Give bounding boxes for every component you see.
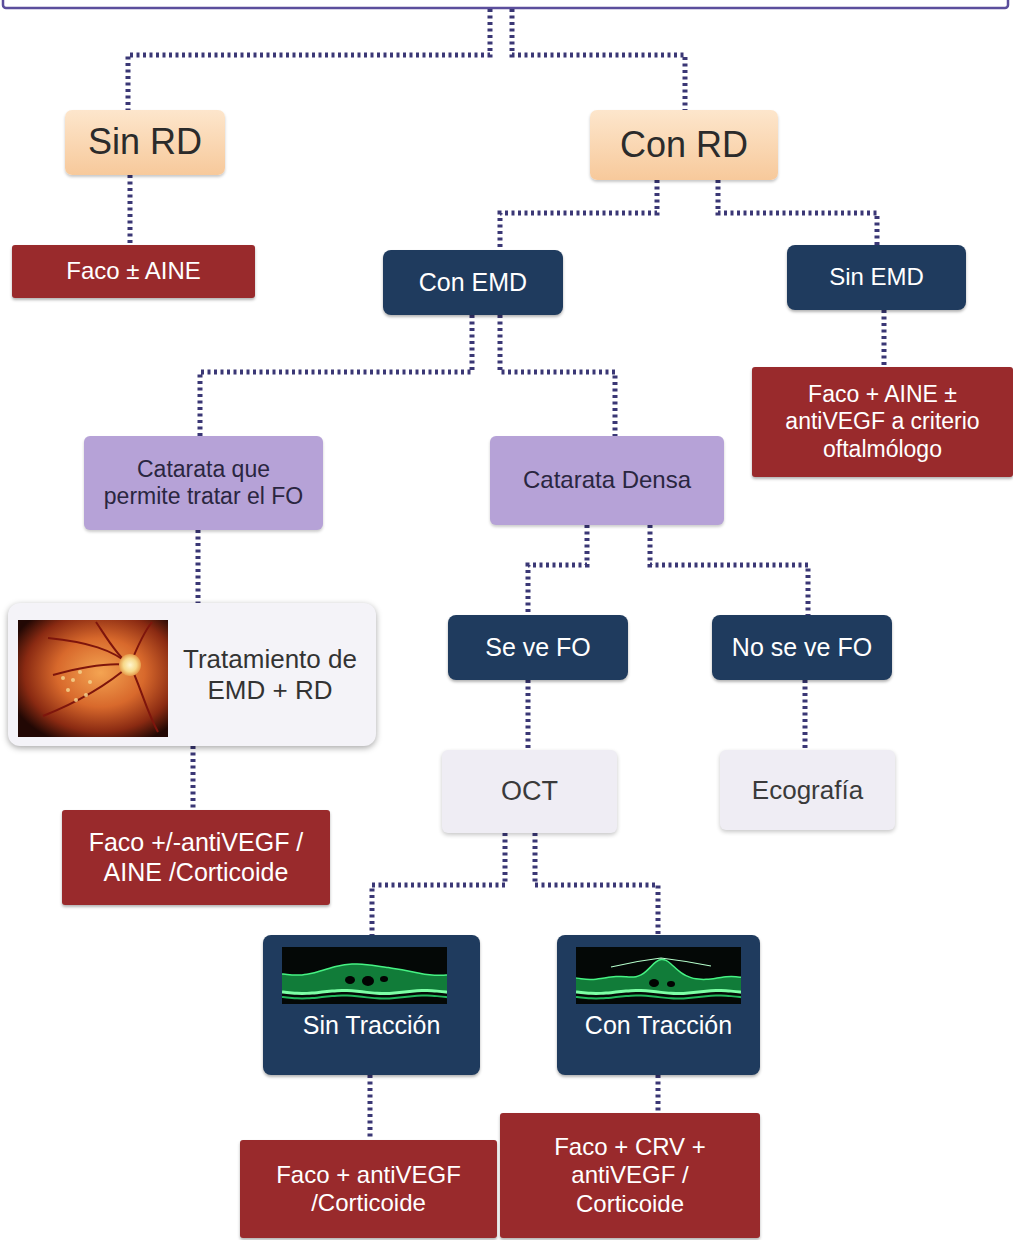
- node-text: OCT: [501, 776, 558, 808]
- node-text: Con Tracción: [585, 1011, 732, 1041]
- node-text: Faco + antiVEGF /Corticoide: [258, 1161, 479, 1218]
- node-text: Faco + CRV + antiVEGF / Corticoide: [522, 1133, 738, 1218]
- node-text: Catarata Densa: [523, 466, 691, 494]
- dotted-connector: [191, 746, 196, 810]
- condition-box: Sin EMD: [787, 245, 966, 310]
- cut-off-top-box: [3, 0, 1008, 8]
- node-text: No se ve FO: [732, 633, 872, 663]
- exudate-spot: [88, 680, 92, 684]
- retina-layer: [576, 959, 741, 993]
- rpe-band: [282, 991, 447, 994]
- treatment-box: Faco + AINE ± antiVEGF a criterio oftalm…: [752, 367, 1013, 477]
- dotted-connector: [372, 833, 505, 935]
- dotted-connector: [535, 833, 658, 935]
- node-text: Se ve FO: [485, 633, 591, 663]
- exudate-spot: [66, 688, 70, 692]
- retinal-vessel: [53, 664, 130, 675]
- dotted-connector: [803, 680, 808, 750]
- fundus-background: [18, 620, 168, 737]
- category-box: Con RD: [590, 110, 778, 180]
- retinal-vessel: [43, 665, 130, 716]
- dotted-connector: [500, 180, 657, 250]
- treatment-box: Faco + antiVEGF /Corticoide: [240, 1140, 497, 1238]
- dotted-connector: [528, 525, 587, 615]
- node-text: Sin EMD: [829, 263, 924, 291]
- exam-box: OCT: [442, 750, 617, 833]
- fundus-photo: [18, 620, 168, 737]
- dotted-connector: [200, 315, 472, 436]
- dotted-connector: [882, 310, 887, 367]
- rpe-band: [576, 991, 741, 994]
- node-text: Sin RD: [88, 121, 202, 163]
- node-text: Con EMD: [419, 268, 527, 298]
- choroid-band: [576, 996, 741, 999]
- condition-box: Se ve FO: [448, 615, 628, 680]
- condition-box: Con EMD: [383, 250, 563, 315]
- treatment-box: Faco ± AINE: [12, 245, 255, 298]
- node-text: Sin Tracción: [303, 1011, 441, 1041]
- dotted-connector: [718, 180, 877, 245]
- node-text: Tratamiento de EMD + RD: [176, 644, 364, 705]
- treatment-box: Faco +/-antiVEGF / AINE /Corticoide: [62, 810, 330, 905]
- oct-result-box: Con Tracción: [557, 935, 760, 1075]
- dotted-connector: [128, 175, 133, 245]
- treatment-box: Faco + CRV + antiVEGF / Corticoide: [500, 1113, 760, 1238]
- exam-box: Ecografía: [720, 750, 895, 830]
- dotted-leader-line: [512, 9, 685, 110]
- dotted-connector: [500, 315, 615, 436]
- traction-membrane: [611, 958, 711, 967]
- node-text: Faco +/-antiVEGF / AINE /Corticoide: [78, 828, 314, 887]
- cyst: [345, 976, 355, 984]
- exudate-spot: [84, 693, 88, 697]
- cyst: [649, 979, 659, 987]
- exudate-spot: [61, 676, 65, 680]
- dotted-connector: [656, 1075, 661, 1113]
- fundus-card: Tratamiento de EMD + RD: [8, 603, 376, 746]
- oct-scan: [576, 947, 741, 1004]
- cyst: [667, 981, 675, 987]
- cataract-box: Catarata Densa: [490, 436, 724, 525]
- node-text: Ecografía: [752, 775, 863, 806]
- cyst: [380, 976, 388, 982]
- exudate-spot: [74, 698, 78, 702]
- category-box: Sin RD: [65, 110, 225, 175]
- dotted-connector: [526, 680, 531, 750]
- oct-background: [282, 947, 447, 1004]
- exudate-spot: [71, 678, 75, 682]
- oct-result-box: Sin Tracción: [263, 935, 480, 1075]
- oct-background: [576, 947, 741, 1004]
- dotted-leader-line: [128, 9, 490, 110]
- exudate-spot: [78, 670, 82, 674]
- retina-surface: [282, 964, 447, 975]
- node-text: Faco + AINE ± antiVEGF a criterio oftalm…: [770, 381, 995, 462]
- cataract-box: Catarata que permite tratar el FO: [84, 436, 323, 530]
- optic-disc: [119, 654, 141, 676]
- retina-layer: [282, 964, 447, 993]
- condition-box: No se ve FO: [712, 615, 892, 680]
- oct-scan: [282, 947, 447, 1004]
- choroid-band: [282, 996, 447, 999]
- node-text: Faco ± AINE: [66, 257, 201, 285]
- dotted-connector: [368, 1075, 373, 1140]
- dotted-connector: [650, 525, 808, 615]
- cyst: [362, 976, 374, 986]
- node-text: Catarata que permite tratar el FO: [100, 456, 307, 510]
- node-text: Con RD: [620, 124, 748, 166]
- retina-surface: [576, 959, 741, 979]
- dotted-connector: [196, 530, 201, 603]
